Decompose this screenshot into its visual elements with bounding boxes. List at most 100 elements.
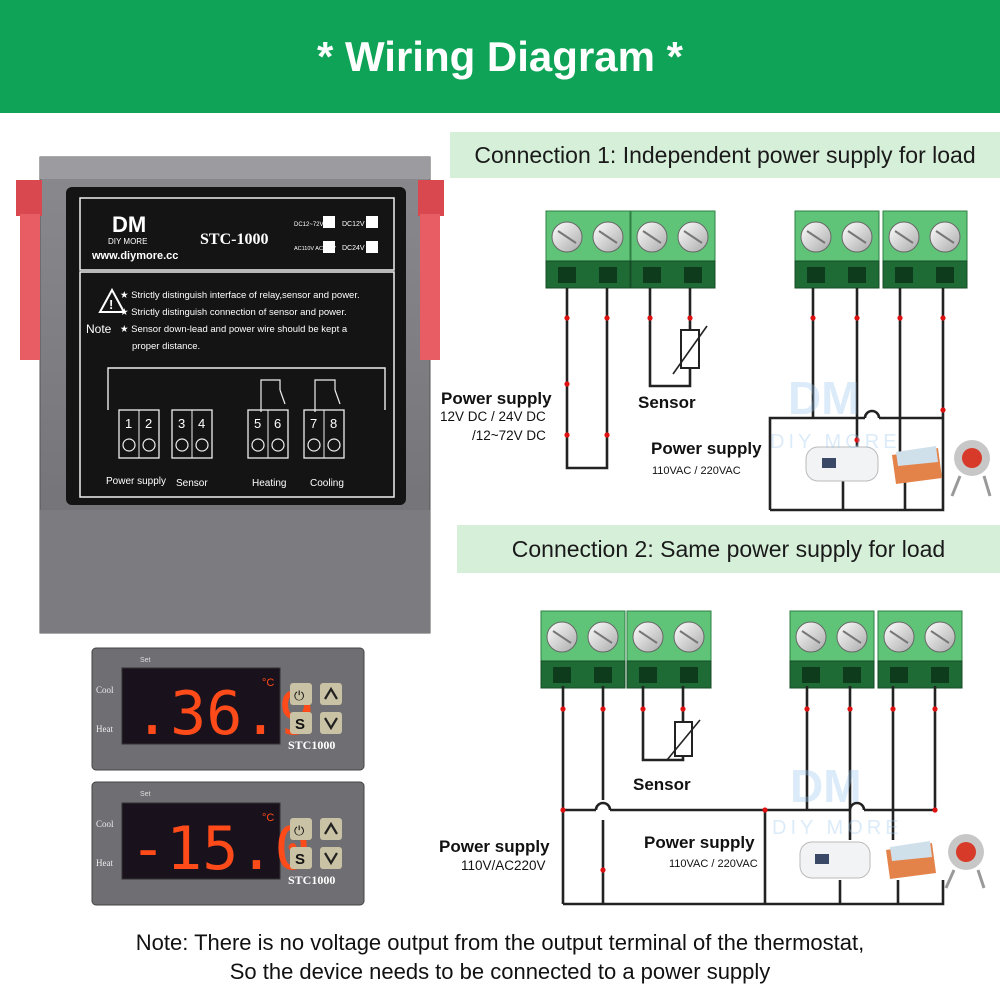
voltage-option-3: AC110V AC220V bbox=[294, 246, 336, 252]
freezer-icon bbox=[886, 841, 936, 879]
terminal-block-connector bbox=[789, 610, 875, 689]
group-cooling: Cooling bbox=[310, 478, 344, 489]
terminal-5: 5 bbox=[254, 416, 261, 431]
connection2-wiring bbox=[560, 686, 986, 906]
conn1-power-supply-dc-label: Power supply bbox=[441, 389, 552, 408]
terminal-block-connector bbox=[626, 610, 712, 689]
water-heater-icon bbox=[805, 446, 879, 482]
brand-logo-text: DIY MORE bbox=[108, 237, 147, 246]
terminal-1: 1 bbox=[125, 416, 132, 431]
device-model: STC-1000 bbox=[200, 231, 268, 248]
terminal-8: 8 bbox=[330, 416, 337, 431]
conn2-power-supply-ac-value: 110VAC / 220VAC bbox=[669, 858, 758, 870]
display2-cool-label: Cool bbox=[96, 819, 114, 829]
display1-model: STC1000 bbox=[288, 738, 335, 752]
watermark-1: DM DIY MORE bbox=[770, 372, 901, 453]
display1-cool-label: Cool bbox=[96, 685, 114, 695]
terminal-block bbox=[118, 409, 345, 459]
device-note-2: ★ Strictly distinguish connection of sen… bbox=[120, 307, 347, 318]
label-main-box bbox=[79, 271, 395, 498]
mount-clip-left-arm bbox=[20, 214, 40, 360]
display2-power-button[interactable] bbox=[290, 818, 312, 840]
voltage-option-4: DC24V bbox=[342, 245, 365, 252]
terminal-2: 2 bbox=[145, 416, 152, 431]
footer-note-line1: Note: There is no voltage output from th… bbox=[135, 930, 865, 955]
header-banner: * Wiring Diagram * bbox=[0, 0, 1000, 113]
display2-s-key-label: S bbox=[295, 851, 305, 868]
front-display-1: Set Cool Heat .36.9 °C ⏻ S STC1000 bbox=[91, 647, 365, 771]
warning-icon bbox=[98, 287, 126, 313]
terminal-block-connector bbox=[794, 210, 880, 289]
terminal-frame bbox=[107, 367, 386, 410]
brand-logo-mark: DM bbox=[112, 212, 146, 237]
watermark-2: DM DIY MORE bbox=[772, 760, 899, 839]
display1-down-button[interactable] bbox=[320, 712, 342, 734]
terminal-block-connector bbox=[882, 210, 968, 289]
display1-set-button[interactable] bbox=[290, 712, 312, 734]
chevron-down-icon bbox=[324, 852, 338, 866]
voltage-checkbox-1 bbox=[323, 216, 335, 228]
terminal-block-connector bbox=[630, 210, 716, 289]
terminal-screws bbox=[122, 438, 341, 452]
voltage-checkbox-4 bbox=[366, 241, 378, 253]
display2-down-button[interactable] bbox=[320, 847, 342, 869]
terminal-3: 3 bbox=[178, 416, 185, 431]
display2-set-label: Set bbox=[140, 791, 151, 798]
label-top-box bbox=[79, 197, 395, 271]
chevron-up-icon bbox=[324, 686, 338, 700]
display2-reading: -15.0 bbox=[130, 814, 311, 884]
water-heater-icon bbox=[799, 841, 871, 879]
page-title: * Wiring Diagram * bbox=[316, 32, 684, 80]
wire-dots bbox=[564, 315, 946, 443]
conn2-sensor-label: Sensor bbox=[633, 775, 691, 794]
watermark-1-logo: DM bbox=[788, 372, 860, 424]
terminal-4: 4 bbox=[198, 416, 205, 431]
mount-clip-left bbox=[16, 180, 42, 216]
conn1-power-supply-dc-line1: 12V DC / 24V DC bbox=[440, 409, 546, 424]
display2-set-button[interactable] bbox=[290, 847, 312, 869]
voltage-option-2: DC12V bbox=[342, 221, 365, 228]
mount-clip-right bbox=[418, 180, 444, 216]
display1-power-button[interactable] bbox=[290, 683, 312, 705]
display1-up-button[interactable] bbox=[320, 683, 342, 705]
terminal-block-connector bbox=[877, 610, 963, 689]
connection1-title: Connection 1: Independent power supply f… bbox=[450, 132, 1000, 178]
conn1-power-supply-ac-value: 110VAC / 220VAC bbox=[652, 465, 741, 477]
display2-heat-label: Heat bbox=[96, 858, 113, 868]
display1-screen bbox=[121, 667, 281, 745]
conn2-power-supply-ac-label: Power supply bbox=[644, 833, 755, 852]
thermostat-device: DM DIY MORE www.diymore.cc STC-1000 DC12… bbox=[16, 156, 444, 634]
display1-reading: .36.9 bbox=[134, 679, 315, 749]
chevron-down-icon bbox=[324, 717, 338, 731]
fan-icon bbox=[944, 834, 986, 889]
mount-clip-right-arm bbox=[420, 214, 440, 360]
power-icon: ⏻ bbox=[294, 688, 304, 703]
cooling-relay-symbol bbox=[314, 379, 336, 412]
device-note-3: ★ Sensor down-lead and power wire should… bbox=[120, 324, 348, 335]
heating-relay-symbol bbox=[260, 379, 281, 412]
power-icon: ⏻ bbox=[294, 823, 304, 838]
fan-icon bbox=[950, 440, 992, 497]
display1-unit: °C bbox=[262, 677, 274, 689]
note-label: Note bbox=[86, 322, 112, 336]
terminal-6: 6 bbox=[274, 416, 281, 431]
display2-up-button[interactable] bbox=[320, 818, 342, 840]
freezer-icon bbox=[892, 446, 942, 484]
group-heating: Heating bbox=[252, 478, 286, 489]
terminal-block-connector bbox=[540, 610, 626, 689]
device-website: www.diymore.cc bbox=[91, 250, 178, 262]
device-note-1: ★ Strictly distinguish interface of rela… bbox=[120, 290, 360, 301]
display1-heat-label: Heat bbox=[96, 724, 113, 734]
terminal-7: 7 bbox=[310, 416, 317, 431]
conn2-power-supply-value: 110V/AC220V bbox=[461, 858, 546, 873]
watermark-1-text: DIY MORE bbox=[770, 431, 901, 453]
display1-s-key-label: S bbox=[295, 716, 305, 733]
conn1-power-supply-dc-line2: /12~72V DC bbox=[472, 428, 546, 443]
voltage-option-1: DC12~72V bbox=[294, 222, 324, 228]
voltage-checkbox-3 bbox=[323, 241, 335, 253]
footer-note: Note: There is no voltage output from th… bbox=[0, 928, 1000, 986]
voltage-checkbox-2 bbox=[366, 216, 378, 228]
conn2-power-supply-label: Power supply bbox=[439, 837, 550, 856]
warning-icon-mark: ! bbox=[109, 297, 113, 312]
display2-model: STC1000 bbox=[288, 873, 335, 887]
